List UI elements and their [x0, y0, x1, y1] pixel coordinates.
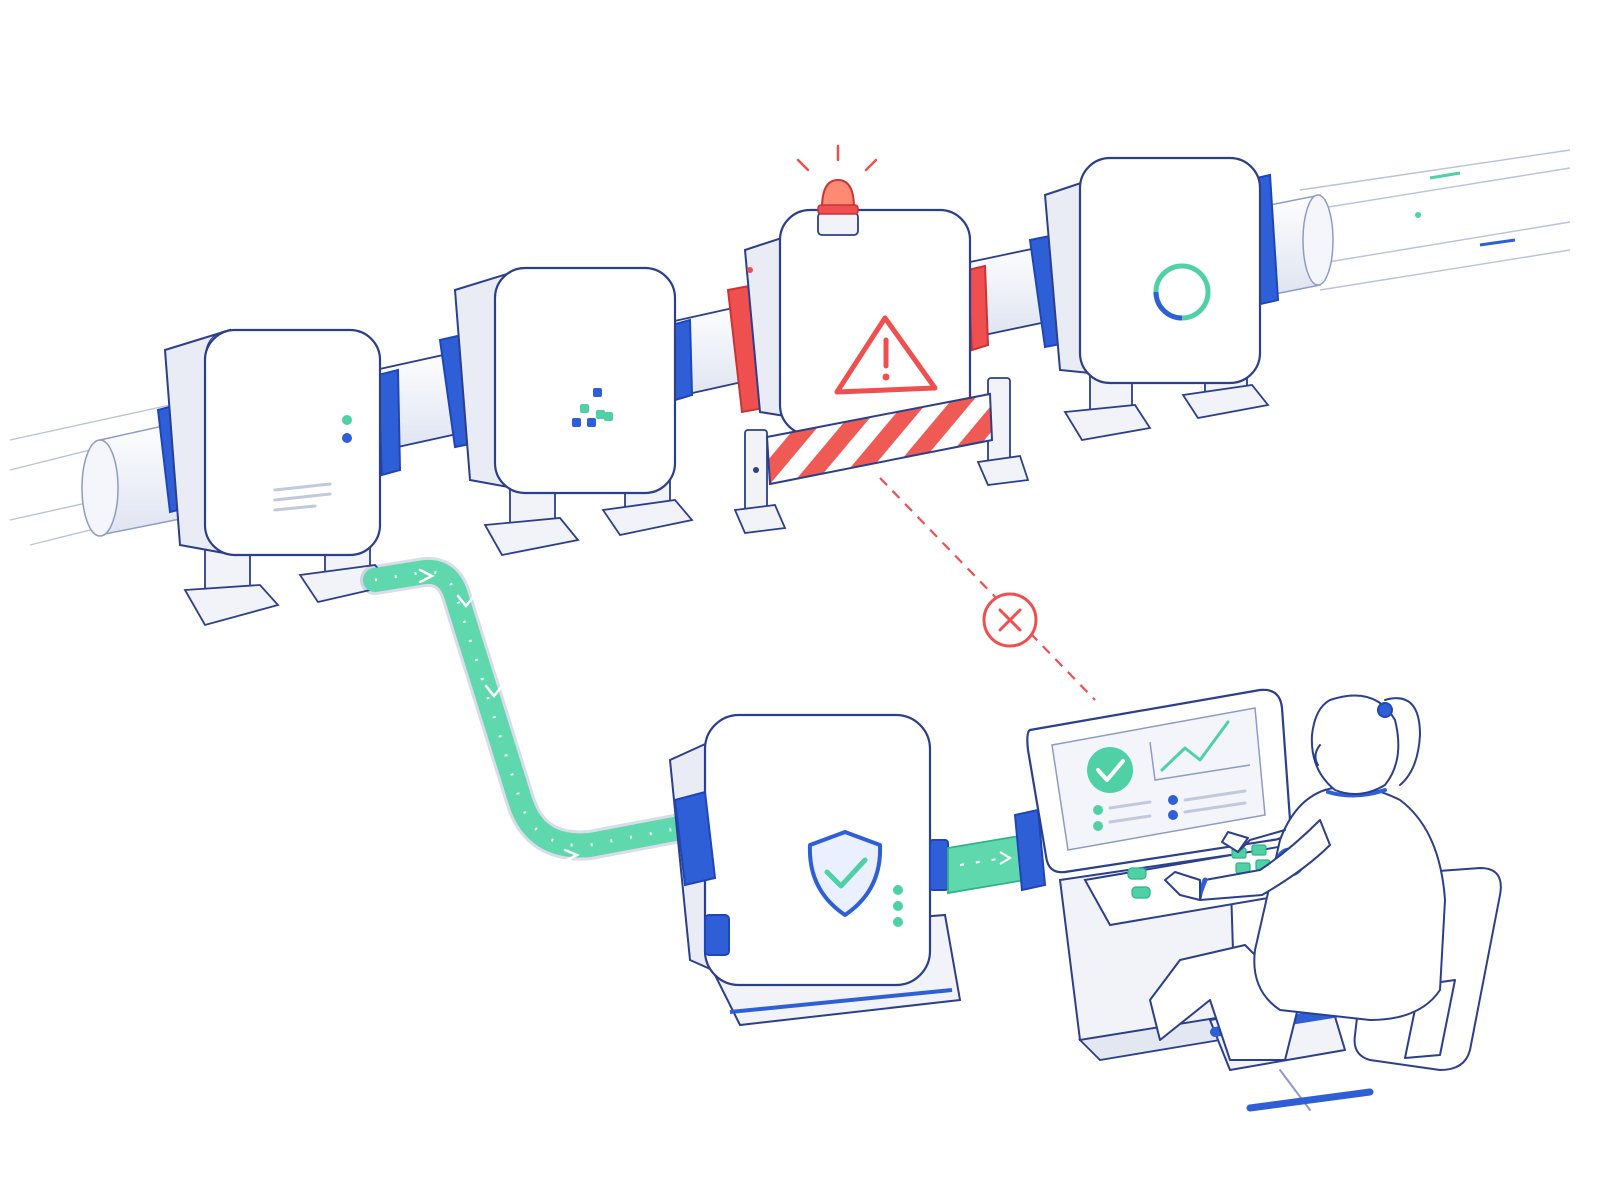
module-1-status-dot-green	[342, 415, 352, 425]
shield-check-icon	[807, 830, 883, 917]
dot-cluster-icon	[572, 388, 613, 427]
console-readout-lines	[1108, 789, 1247, 824]
module-3-failed[interactable]	[726, 144, 990, 437]
module-1-status-dot-blue	[342, 433, 352, 443]
module-safe-inlet-port	[673, 790, 717, 887]
console-keys	[1127, 844, 1271, 899]
module-4[interactable]	[1028, 156, 1280, 441]
barrier	[733, 377, 1030, 534]
operator-ponytail	[1384, 697, 1421, 786]
warning-triangle-icon	[834, 315, 938, 395]
seated-operator	[1149, 694, 1502, 1112]
ring-progress-icon	[1153, 263, 1211, 321]
console-feed-pipe	[947, 808, 1047, 895]
pipe-segment-outlet	[1269, 194, 1334, 296]
bypass-flow-arrows	[418, 568, 581, 863]
alarm-beacon-icon	[796, 144, 878, 236]
outgoing-flow-lines	[1299, 149, 1571, 291]
module-safe-outlet-port	[929, 839, 949, 891]
console-indicators	[1093, 795, 1178, 831]
module-1[interactable]	[156, 328, 402, 627]
text-lines-icon	[273, 482, 332, 512]
module-2[interactable]	[438, 266, 694, 557]
bypass-route	[360, 556, 695, 863]
module-1-collar-right	[376, 368, 402, 477]
x-circle-icon	[982, 592, 1038, 648]
check-circle-icon	[1087, 747, 1133, 793]
module-safe-status-dots	[893, 885, 903, 927]
signal-link	[879, 477, 1096, 701]
line-chart-icon	[1149, 720, 1251, 781]
module-safe-side-port	[704, 914, 730, 956]
module-safe[interactable]	[668, 713, 962, 1027]
barrier-stripe-panel	[765, 392, 994, 486]
